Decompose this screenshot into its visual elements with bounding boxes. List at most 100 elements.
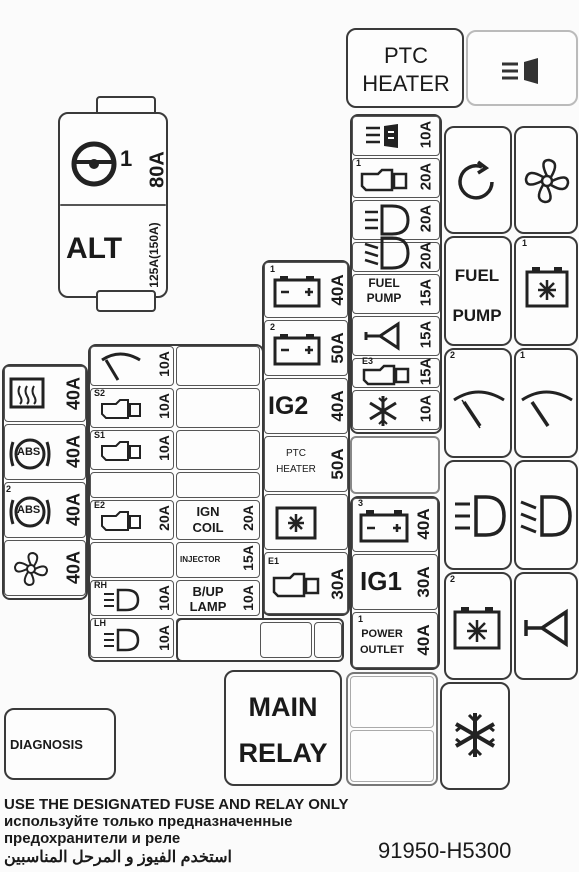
alt-bottom-tab: [96, 290, 156, 312]
ig1-label: IG1: [360, 566, 402, 596]
footer-line-1: USE THE DESIGNATED FUSE AND RELAY ONLY: [4, 796, 349, 813]
fuel-pump-fuse-label: FUEL PUMP: [366, 276, 402, 305]
fan-icon-2: [524, 158, 570, 204]
bat1-sup: 1: [270, 264, 276, 274]
fan-icon: [13, 551, 49, 587]
alt-label: ALT: [66, 232, 123, 265]
relay-sup-4: 2: [450, 574, 456, 584]
spare-fuse-b: [90, 542, 174, 578]
s1-fuse: [90, 430, 174, 470]
s2-fuse: [90, 388, 174, 428]
wiper-icon: [101, 352, 141, 381]
spare-slot-bottom-2: [350, 730, 434, 782]
center-amp-4: 50A: [328, 448, 347, 480]
ptc-heater-fuse: [264, 436, 348, 492]
ign-coil-label: IGN COIL: [192, 504, 224, 535]
ig2-fuse: [264, 378, 348, 434]
rm-amp-3: 20A: [417, 204, 435, 233]
engine-check-icon-5: [360, 168, 408, 192]
engine-check-icon-6: [362, 364, 410, 386]
main-relay-label: MAIN RELAY: [238, 692, 328, 768]
bup-lamp-label: B/UP LAMP: [189, 584, 227, 614]
rm-amp-1: 10A: [417, 120, 435, 149]
ign-amp: 20A: [240, 505, 256, 531]
spare-relay-slot: [350, 436, 440, 494]
headlamp-high-icon-3: [455, 495, 506, 537]
footer-line-3: предохранители и реле: [4, 830, 181, 847]
spare-fuse-d: [176, 388, 260, 428]
rm-amp-5: 15A: [417, 278, 435, 307]
spare-fuse-f: [176, 472, 260, 498]
alt-num: 1: [120, 146, 133, 171]
ptc-heater-relay-top: [346, 28, 464, 108]
rm-sup-1b: 1: [358, 614, 364, 624]
battery2-fuse: [264, 320, 348, 376]
ptc-heater-small-label: PTC HEATER: [276, 448, 316, 475]
rm-amp-b40: 40A: [414, 508, 433, 540]
power-outlet-label: POWER OUTLET: [360, 628, 404, 656]
rear-defog-relay-top: [466, 30, 578, 106]
steering-wheel-icon: [71, 141, 117, 187]
engine-check-icon-2: [101, 441, 141, 461]
cooling-fan-relay-icon-2: [525, 267, 569, 308]
abs2-label: ABS: [17, 504, 41, 516]
engine-check-icon-3: [101, 511, 141, 531]
spare-fuse-a: [90, 472, 174, 498]
rm-amp-7: 15A: [417, 357, 435, 386]
diagnosis-connector: [4, 708, 116, 780]
mid-amp-5: 10A: [156, 585, 172, 611]
rm-sup-3: 3: [358, 498, 364, 508]
spare-fuse-e: [176, 430, 260, 470]
abs1-label: ABS: [17, 446, 41, 458]
rm-sup-e3: E3: [362, 356, 374, 366]
headlamp-low-icon-2: [520, 495, 572, 537]
engine-check-icon-4: [272, 572, 320, 598]
alt-divider: [60, 204, 166, 206]
wiper-fuse: [90, 346, 174, 386]
inj-amp: 15A: [240, 545, 256, 571]
headlamp-rh-icon: [104, 588, 140, 612]
relay-restart: [444, 126, 512, 234]
rm-fuse-6: [352, 316, 440, 356]
mid-amp-4: 20A: [156, 505, 172, 531]
cooling-fan-relay-icon-3: [453, 607, 501, 650]
ac-compressor-icon: [369, 396, 397, 426]
headlamp-high-icon-2: [365, 204, 410, 236]
e2-fuse: [90, 500, 174, 540]
rm-fuse-8: [352, 390, 440, 430]
wiper-icon-2: [453, 390, 505, 429]
ign-coil-fuse: [176, 500, 260, 540]
bup-lamp-fuse: [176, 580, 260, 616]
rear-defog-fuse: [4, 366, 86, 422]
rm-amp-2: 20A: [417, 162, 435, 191]
ig1-fuse: [352, 554, 438, 610]
part-number: 91950-H5300: [378, 838, 512, 863]
strip-slot-2: [314, 622, 342, 658]
headlamp-high-icon: [502, 58, 538, 84]
rear-defogger-icon: [9, 377, 45, 409]
e1-sup: E1: [268, 556, 280, 566]
horn-icon-2: [524, 608, 568, 648]
cooling-fan-fuse: [264, 494, 348, 550]
ptc-heater-label: PTC HEATER: [362, 43, 450, 96]
rh-sup: RH: [94, 580, 107, 590]
spare-slot-bottom-1: [350, 676, 434, 728]
injector-label: INJECTOR: [180, 555, 221, 564]
bat2-sup: 2: [270, 322, 276, 332]
relay-blower: [514, 126, 578, 234]
rm-fuse-2: [352, 158, 440, 198]
battery-icon-3: [359, 510, 409, 543]
abs-icon: [9, 438, 51, 470]
diagnosis-label: DIAGNOSIS: [10, 737, 83, 752]
relay-sup-3: 1: [520, 350, 526, 360]
lh-fuse: [90, 618, 174, 658]
left-amp-4: 40A: [63, 550, 84, 585]
left-amp-1: 40A: [63, 376, 84, 411]
s1-sup: S1: [94, 430, 106, 440]
bup-amp: 10A: [240, 585, 256, 611]
mid-amp-1: 10A: [156, 351, 172, 377]
alt-amp-80: 80A: [146, 151, 169, 188]
cooling-fan-fuse-2: [352, 498, 438, 552]
rm-amp-8: 10A: [417, 394, 435, 423]
battery1-fuse: [264, 262, 348, 318]
